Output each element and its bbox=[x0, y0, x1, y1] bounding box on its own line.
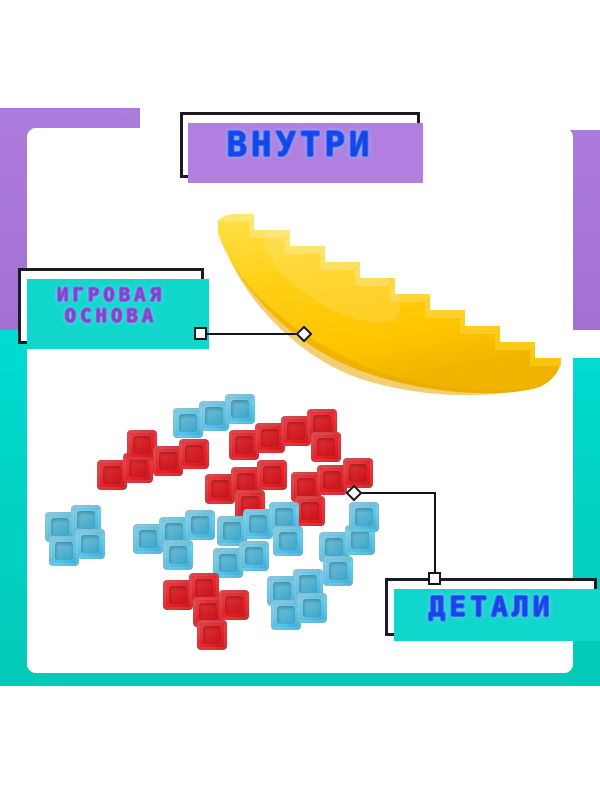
parts-box-shadow bbox=[394, 589, 600, 641]
connector-line-parts-h bbox=[360, 492, 436, 494]
tetromino-blocks bbox=[37, 390, 437, 650]
base-box-shadow bbox=[27, 279, 209, 349]
connector-square-parts bbox=[428, 572, 441, 585]
product-photo bbox=[27, 128, 573, 673]
callout-base-line2: ОСНОВА bbox=[64, 305, 158, 327]
title-label-box: ВНУТРИ bbox=[180, 112, 423, 183]
connector-square-base bbox=[194, 327, 207, 340]
callout-parts-line1: ДЕТАЛИ bbox=[428, 590, 554, 624]
title-box-shadow bbox=[188, 123, 423, 183]
connector-line-base bbox=[206, 333, 310, 335]
callout-label-parts: ДЕТАЛИ bbox=[385, 578, 600, 641]
callout-base-line1: ИГРОВАЯ bbox=[56, 283, 166, 306]
yellow-rocker-base bbox=[212, 203, 567, 398]
page-title: ВНУТРИ bbox=[226, 124, 374, 165]
callout-label-base: ИГРОВАЯ ОСНОВА bbox=[18, 268, 209, 349]
connector-line-parts-v bbox=[434, 492, 436, 580]
